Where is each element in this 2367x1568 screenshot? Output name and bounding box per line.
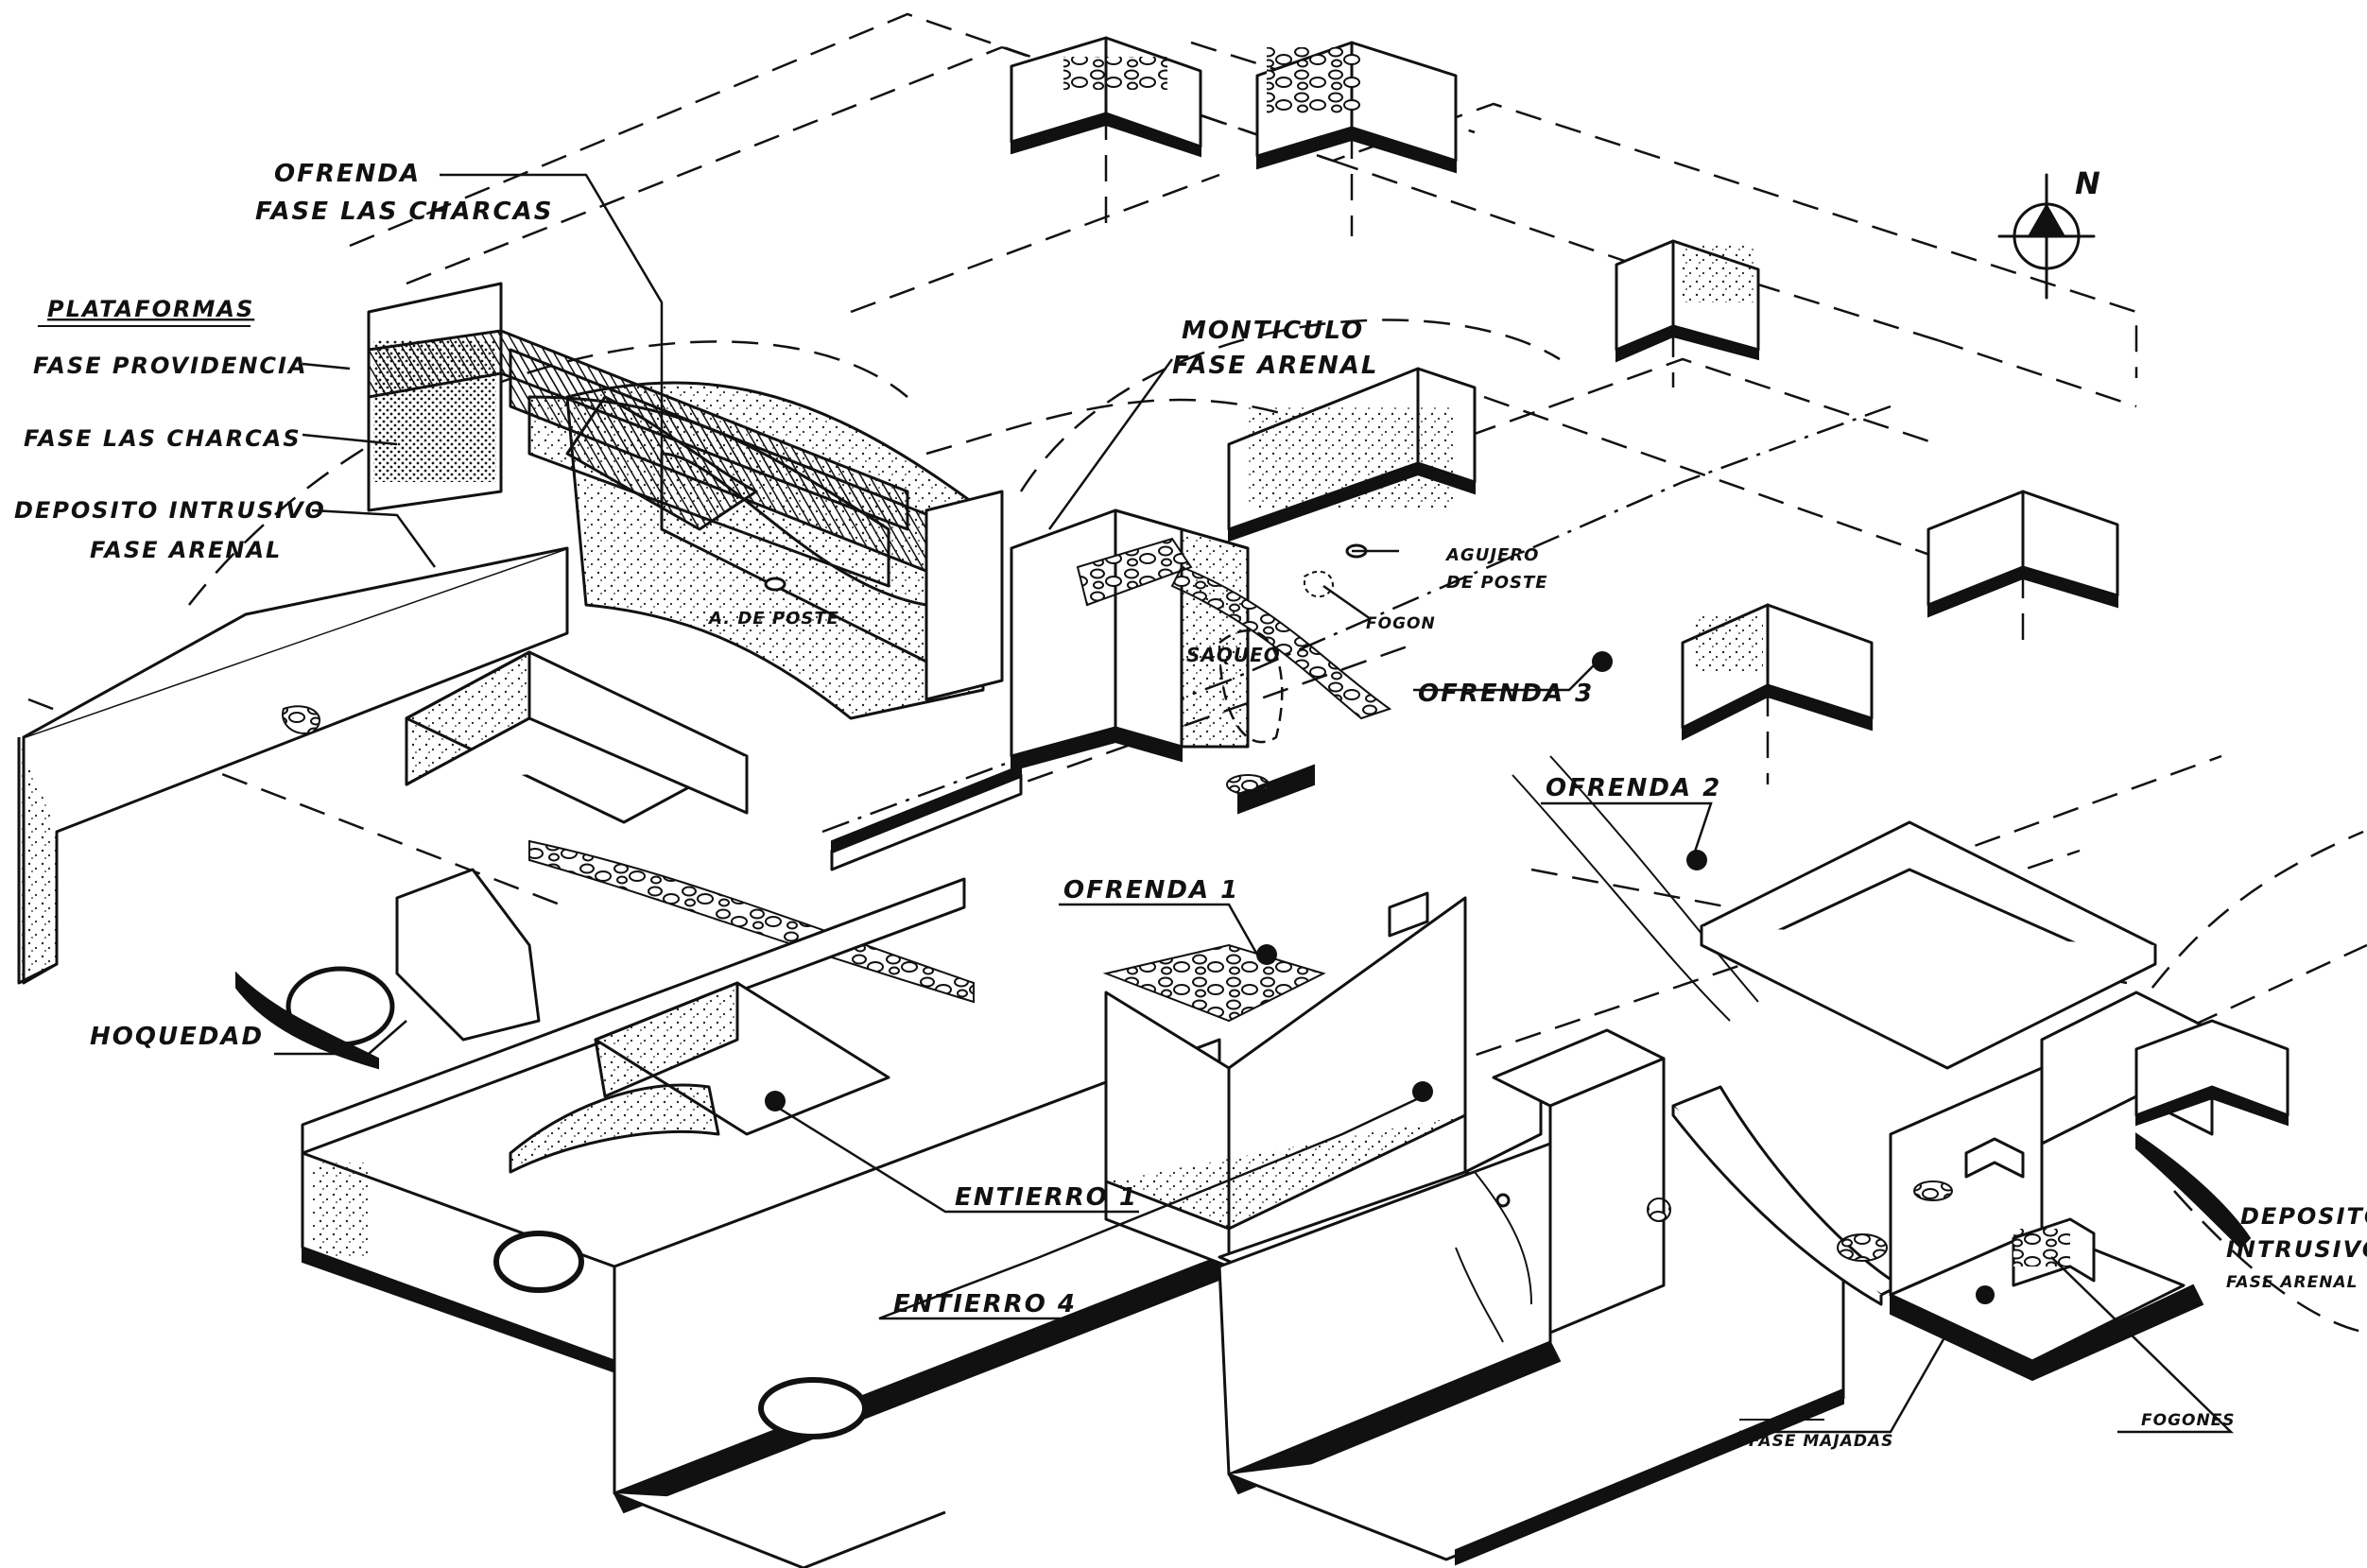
label-fogones: FOGONES <box>2141 1411 2236 1430</box>
label-ofrenda-1: OFRENDA 1 <box>1063 876 1239 905</box>
label-fase-majadas: FASE MAJADAS <box>1749 1432 1893 1451</box>
platform-east-central <box>1218 1028 1845 1566</box>
test-pit-ne-1 <box>1615 239 1760 388</box>
post-hole-left <box>764 577 786 592</box>
label-entierro-1: ENTIERRO 1 <box>955 1183 1138 1212</box>
test-pit-ne-2 <box>1926 490 2119 643</box>
label-plataformas: PLATAFORMAS <box>47 296 254 322</box>
leader-lines <box>274 173 2235 1434</box>
mound-arenal <box>565 381 1250 772</box>
saqueo-outline <box>1218 629 1284 744</box>
label-de-poste: DE POSTE <box>1446 573 1548 593</box>
label-fase-providencia: FASE PROVIDENCIA <box>33 353 308 379</box>
label-monticulo: MONTICULO <box>1182 317 1364 345</box>
platform-south <box>301 877 1231 1568</box>
test-pit-top-2 <box>1255 41 1458 236</box>
north-arrow-icon: N <box>1997 165 2102 300</box>
label-ofrenda-charcas-2: FASE LAS CHARCAS <box>255 198 553 226</box>
label-entierro-4: ENTIERRO 4 <box>893 1290 1077 1318</box>
platform-mid-lower <box>830 764 1429 938</box>
labels-layer: OFRENDA FASE LAS CHARCAS PLATAFORMAS FAS… <box>14 160 2367 1451</box>
label-saqueo: SAQUEO <box>1186 644 1281 666</box>
label-hoquedad: HOQUEDAD <box>90 1023 264 1051</box>
label-intrusivo-right: INTRUSIVO <box>2226 1236 2367 1263</box>
label-ofrenda-charcas-1: OFRENDA <box>274 160 421 188</box>
fogon-mark <box>1304 570 1335 598</box>
label-fogon: FOGON <box>1366 614 1436 633</box>
hoquedad-cavity <box>235 868 541 1070</box>
test-pit-mid <box>1227 367 1477 543</box>
label-fase-las-charcas: FASE LAS CHARCAS <box>24 425 302 452</box>
label-agujero: AGUJERO <box>1444 545 1539 565</box>
label-monticulo-fase: FASE ARENAL <box>1172 352 1378 380</box>
test-pit-ne-3 <box>1681 603 1874 784</box>
enclosure-east <box>1700 820 2289 1382</box>
label-ofrenda-2: OFRENDA 2 <box>1546 774 1721 802</box>
label-fase-arenal-right: FASE ARENAL <box>2226 1273 2358 1292</box>
label-fase-arenal-left: FASE ARENAL <box>90 537 282 563</box>
north-label: N <box>2075 165 2102 201</box>
label-ofrenda-3: OFRENDA 3 <box>1418 680 1594 708</box>
label-a-de-poste: A. DE POSTE <box>707 609 839 629</box>
pit-west-inner <box>405 650 749 824</box>
label-deposito-right: DEPOSITO <box>2240 1203 2367 1230</box>
test-pit-top-1 <box>1010 36 1202 227</box>
label-deposito-intrusivo-left: DEPOSITO INTRUSIVO <box>14 497 326 524</box>
rubble-wall-diagonal <box>282 565 1392 1004</box>
